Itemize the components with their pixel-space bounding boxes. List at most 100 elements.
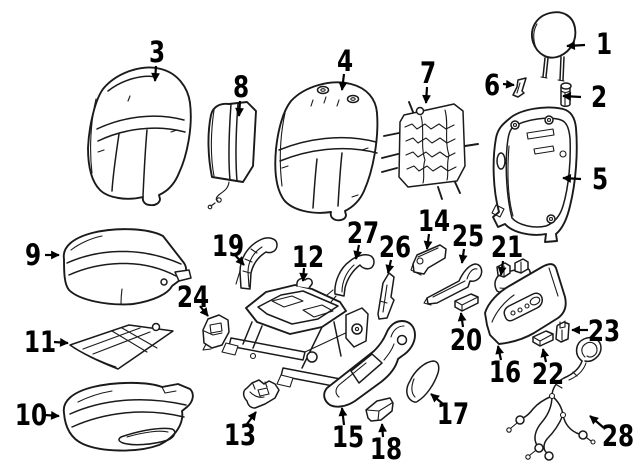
callout-6[interactable]: 6: [484, 70, 515, 103]
callout-25[interactable]: 25: [452, 221, 484, 264]
callout-5[interactable]: 5: [562, 164, 608, 197]
end-cap: [365, 397, 394, 422]
callout-label: 20: [450, 325, 482, 358]
callout-1[interactable]: 1: [566, 29, 612, 62]
callout-label: 3: [149, 37, 165, 70]
callout-23[interactable]: 23: [571, 316, 620, 349]
callout-arrow: [540, 348, 550, 363]
flange-bracket: [410, 244, 447, 276]
callout-label: 7: [420, 58, 436, 91]
lumbar-support-mat: [381, 101, 479, 200]
callout-label: 15: [332, 422, 364, 455]
callout-22[interactable]: 22: [532, 348, 564, 392]
lower-side-trim-panel: [323, 320, 416, 408]
callout-label: 13: [224, 420, 256, 453]
callout-arrow: [44, 411, 60, 420]
seat-frame-adjuster: [221, 277, 369, 391]
callout-label: 28: [602, 421, 634, 454]
wiring-harness: [506, 336, 602, 461]
callout-26[interactable]: 26: [379, 232, 411, 274]
side-trim-strap: [235, 237, 278, 290]
callout-arrow: [234, 254, 245, 266]
headrest-guide-pin: [560, 82, 572, 107]
riser-bracket: [202, 314, 230, 351]
callout-arrow: [338, 407, 348, 426]
seat-back-frame: [491, 106, 578, 243]
vertical-bracket: [377, 272, 395, 320]
seat-track: [423, 263, 483, 306]
callout-label: 2: [591, 82, 607, 115]
callout-arrow: [502, 79, 515, 89]
callout-3[interactable]: 3: [149, 37, 165, 82]
callout-arrow: [151, 65, 160, 82]
switch-bezel: [532, 330, 554, 347]
callout-label: 4: [337, 46, 353, 79]
callout-27[interactable]: 27: [347, 218, 379, 260]
callout-arrow: [378, 423, 387, 438]
callout-label: 11: [24, 327, 56, 360]
callout-label: 23: [588, 316, 620, 349]
callout-9[interactable]: 9: [25, 240, 60, 273]
callout-label: 17: [437, 399, 469, 432]
headrest: [531, 11, 577, 82]
callout-label: 24: [177, 282, 209, 315]
callout-21[interactable]: 21: [491, 232, 523, 276]
callout-11[interactable]: 11: [24, 327, 69, 360]
recline-handle-pad: [406, 360, 440, 403]
callout-16[interactable]: 16: [489, 345, 521, 390]
callout-arrow: [497, 260, 507, 276]
callout-arrow: [53, 338, 69, 347]
callout-arrow: [458, 248, 468, 264]
callout-label: 1: [596, 29, 612, 62]
callout-label: 14: [418, 206, 450, 239]
callout-label: 27: [347, 218, 379, 251]
clip: [512, 77, 527, 98]
callout-12[interactable]: 12: [292, 242, 324, 282]
callout-arrow: [457, 312, 467, 328]
seat-back-board: [207, 101, 257, 210]
callout-arrow: [338, 73, 348, 91]
callout-24[interactable]: 24: [177, 282, 209, 317]
callout-label: 8: [233, 72, 249, 105]
seat-back-pad: [274, 81, 379, 222]
callout-label: 22: [532, 359, 564, 392]
callout-label: 26: [379, 232, 411, 265]
callout-arrow: [246, 411, 257, 425]
seat-side-shield: [484, 263, 567, 345]
callout-arrow: [235, 100, 244, 117]
callout-arrow: [562, 92, 582, 101]
callout-arrow: [199, 305, 209, 317]
callout-10[interactable]: 10: [15, 400, 60, 433]
grommet-clip: [555, 320, 570, 343]
callout-arrow: [422, 86, 431, 104]
callout-label: 25: [452, 221, 484, 254]
callout-label: 16: [489, 357, 521, 390]
callout-arrow: [299, 267, 308, 282]
callout-label: 12: [292, 242, 324, 275]
callout-20[interactable]: 20: [450, 312, 482, 358]
callout-18[interactable]: 18: [370, 423, 402, 467]
callout-8[interactable]: 8: [233, 72, 249, 117]
callout-label: 19: [212, 231, 244, 264]
seat-cushion-pad: [62, 381, 194, 452]
callout-2[interactable]: 2: [562, 82, 607, 115]
front-bracket: [242, 379, 280, 409]
callout-label: 10: [15, 400, 47, 433]
callout-arrow: [423, 233, 433, 250]
hook-strap: [326, 254, 375, 303]
callout-14[interactable]: 14: [418, 206, 450, 250]
cushion-heater-mat: [69, 322, 174, 370]
callout-7[interactable]: 7: [420, 58, 436, 104]
callout-13[interactable]: 13: [224, 411, 257, 453]
small-cover: [454, 293, 479, 312]
callout-arrow: [495, 345, 504, 361]
callout-4[interactable]: 4: [337, 46, 353, 91]
callout-arrow: [353, 244, 362, 260]
callout-15[interactable]: 15: [332, 407, 364, 455]
seat-cushion-cover: [62, 228, 192, 306]
callout-17[interactable]: 17: [430, 393, 469, 432]
callout-19[interactable]: 19: [212, 231, 245, 266]
callout-28[interactable]: 28: [589, 415, 634, 454]
